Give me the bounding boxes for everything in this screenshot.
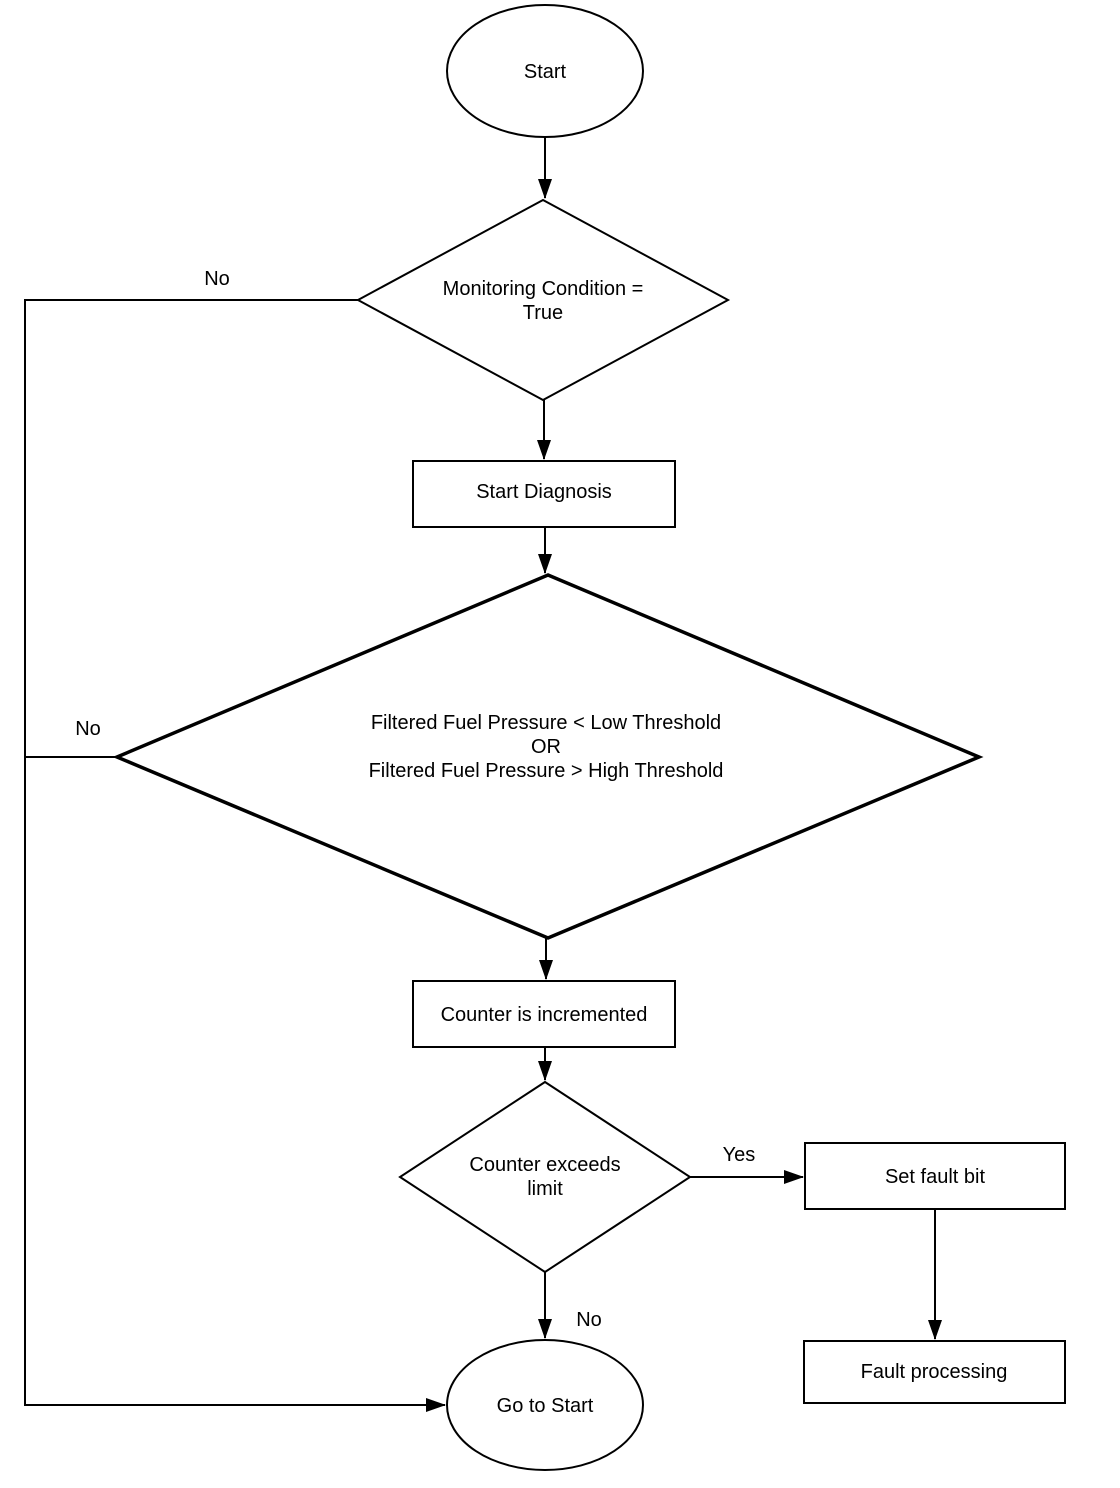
node-gotostart-ellipse [446,1339,644,1471]
node-setfault-label: Set fault bit [885,1166,986,1188]
node-exceeds-diamond [398,1080,692,1274]
edge-monitoring-no-feedback [24,299,446,1412]
node-monitoring-label-line2: True [523,302,563,324]
node-pressure-diamond [112,573,984,940]
node-exceeds-label-line2: limit [527,1178,563,1200]
node-start-ellipse [446,4,644,138]
edge-label-exceeds-yes: Yes [723,1144,756,1166]
node-setfault-rect [804,1142,1066,1210]
node-exceeds-label-line1: Counter exceeds [469,1154,620,1176]
node-monitoring-diamond [355,198,731,402]
edge-label-pressure-no: No [75,718,101,740]
node-pressure-label-line2: OR [531,736,561,758]
node-diagnosis-label: Start Diagnosis [476,481,612,503]
node-diagnosis-rect [412,460,676,528]
node-monitoring-label-line1: Monitoring Condition = [443,278,644,300]
node-pressure-label-line3: Filtered Fuel Pressure > High Threshold [369,760,724,782]
node-counter-rect [412,980,676,1048]
edge-label-exceeds-no: No [576,1309,602,1331]
node-start-label: Start [524,61,567,83]
edge-label-monitoring-no: No [204,268,230,290]
node-gotostart-label: Go to Start [497,1395,594,1417]
node-processing-label: Fault processing [861,1361,1008,1383]
node-processing-rect [803,1340,1066,1404]
node-counter-label: Counter is incremented [441,1004,648,1026]
node-pressure-label-line1: Filtered Fuel Pressure < Low Threshold [371,712,721,734]
